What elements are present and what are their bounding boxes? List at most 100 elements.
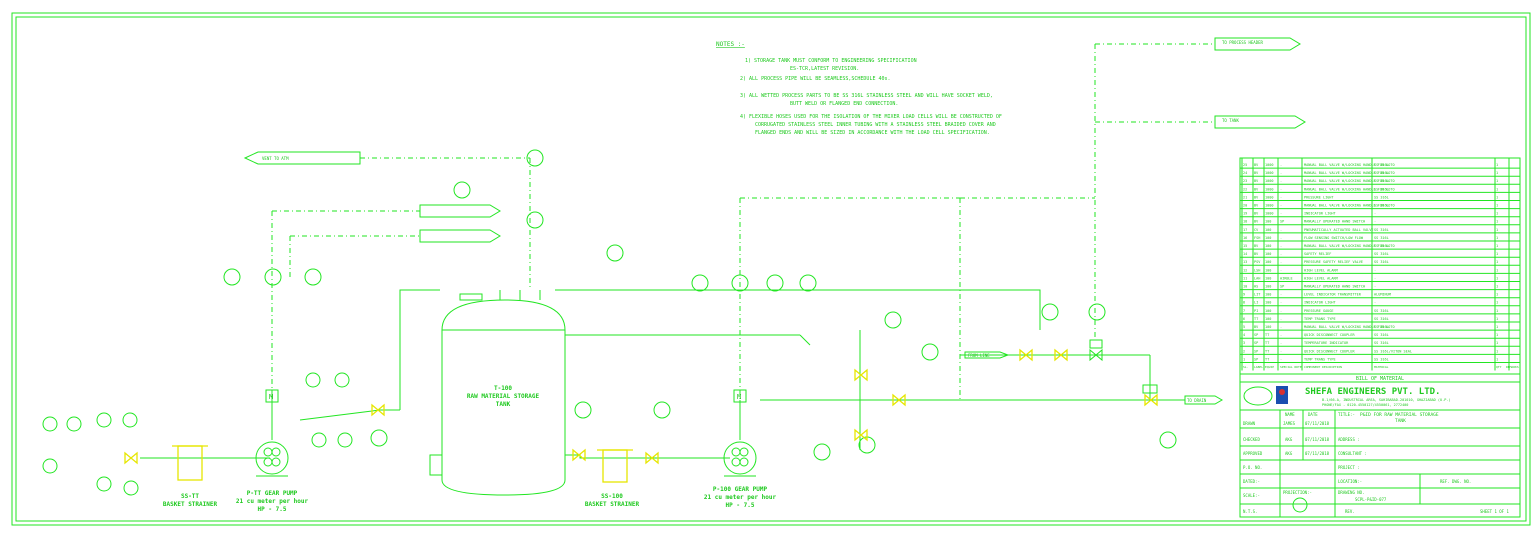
- bom-cell: 25: [1243, 163, 1247, 167]
- bom-cell: SP: [1280, 220, 1284, 224]
- bom-cell: 100: [1265, 309, 1271, 313]
- bom-cell: 6: [1243, 317, 1245, 321]
- bom-cell: TT: [1265, 357, 1270, 361]
- bom-cell: INDICATOR LIGHT: [1304, 301, 1337, 305]
- outer-border: [11, 12, 1531, 526]
- bom-cell: 12: [1243, 268, 1247, 272]
- bom-cell: 1: [1496, 163, 1498, 167]
- bom-header-cell: EQUIP: [1265, 365, 1274, 369]
- label-from-line: FROM LINE: [968, 353, 990, 358]
- bom-cell: -: [1280, 317, 1282, 321]
- bom-cell: SP: [1280, 285, 1284, 289]
- bom-cell: 1000: [1265, 187, 1273, 191]
- bom-cell: BV: [1254, 204, 1259, 208]
- bom-cell: SS 316L: [1374, 179, 1389, 183]
- bom-cell: 100: [1265, 260, 1271, 264]
- bom-cell: SS 316L: [1374, 325, 1389, 329]
- bom-cell: MANUAL BALL VALVE W/LOCKING HANDLE FOR L…: [1304, 244, 1395, 248]
- checked-name: AKG: [1285, 437, 1293, 442]
- bom-cell: -: [1280, 357, 1282, 361]
- bom-cell: HS: [1254, 285, 1258, 289]
- drawing-no-label: DRAWING NO.: [1338, 490, 1365, 495]
- bom-cell: -: [1374, 301, 1376, 305]
- bom-header-cell: COMPONENT DESCRIPTION: [1304, 365, 1342, 369]
- approved-name: AKG: [1285, 451, 1293, 456]
- bom-cell: MANUAL BALL VALVE W/LOCKING HANDLE FOR L…: [1304, 179, 1395, 183]
- title-value-2: TANK: [1395, 418, 1406, 424]
- bom-cell: 21: [1243, 195, 1247, 199]
- bom-cell: -: [1280, 333, 1282, 337]
- bom-cell: HIGH LEVEL ALARM: [1304, 276, 1338, 280]
- strainer-1: SS-TT BASKET STRAINER: [163, 445, 217, 508]
- bom-cell: 1: [1496, 179, 1498, 183]
- bom-cell: 19: [1243, 212, 1247, 216]
- bom-cell: 100: [1265, 268, 1271, 272]
- pump-2-hp: HP - 7.5: [726, 502, 755, 509]
- bom-cell: -: [1280, 204, 1282, 208]
- title-value: P&ID FOR RAW MATERIAL STORAGE: [1360, 412, 1439, 418]
- note-4b: CORRUGATED STAINLESS STEEL INNER TUBING …: [755, 122, 996, 128]
- from-line-arrow: [964, 351, 1010, 359]
- bom-cell: 100: [1265, 293, 1271, 297]
- bom-header-cell: SPECIAL NOTE: [1280, 365, 1302, 369]
- bom-cell: 1: [1496, 357, 1498, 361]
- bom-cell: 100: [1265, 285, 1271, 289]
- scale-label: SCALE:-: [1243, 493, 1260, 498]
- bom-header-cell: LABEL: [1254, 365, 1263, 369]
- bom-cell: PRESSURE GAUGE: [1304, 309, 1334, 313]
- bom-cell: 1: [1496, 317, 1498, 321]
- bom-cell: 1: [1496, 333, 1498, 337]
- bom-cell: 16: [1243, 236, 1247, 240]
- bom-cell: BV: [1254, 252, 1259, 256]
- bom-cell: MANUALLY OPERATED HAND SWITCH: [1304, 285, 1365, 289]
- bom-cell: QUICK DISCONNECT COUPLER: [1304, 333, 1355, 337]
- label-to-tank: TO TANK: [1222, 118, 1239, 123]
- bom-cell: 1: [1496, 228, 1498, 232]
- bom-cell: TEMPERATURE INDICATOR: [1304, 341, 1349, 345]
- offpage-arrow-3: [419, 204, 501, 218]
- bom-cell: BV: [1254, 244, 1259, 248]
- bom-cell: 8: [1243, 301, 1245, 305]
- bom-cell: 4: [1243, 333, 1245, 337]
- bom-cell: TEMP TRANS TYPE: [1304, 357, 1336, 361]
- inner-border: [15, 16, 1527, 522]
- bom-cell: PRESSURE SAFETY RELIEF VALVE: [1304, 260, 1363, 264]
- bom-cell: 1: [1496, 341, 1498, 345]
- bom-cell: -: [1374, 285, 1376, 289]
- bom-cell: 1: [1496, 325, 1498, 329]
- valves: [124, 339, 1158, 465]
- strainer-2-tag: SS-100: [601, 493, 623, 500]
- bom-cell: LAH: [1254, 276, 1260, 280]
- bom-cell: -: [1280, 260, 1282, 264]
- bom-cell: 100: [1265, 252, 1271, 256]
- bom-cell: 100: [1265, 228, 1271, 232]
- bom-cell: 7: [1243, 309, 1245, 313]
- bom-cell: BV: [1254, 325, 1259, 329]
- pump-1-rate: 21 cu meter per hour: [236, 498, 309, 505]
- bom-cell: BV: [1254, 220, 1259, 224]
- note-3: 3) ALL WETTED PROCESS PARTS TO BE SS 316…: [740, 93, 993, 99]
- bom-cell: 23: [1243, 179, 1247, 183]
- company-address-2: PHONE/FAX - 0120-4550127/4550061, 277240…: [1322, 403, 1408, 407]
- title-block: BILL OF MATERIAL SHEFA ENGINEERS PVT. LT…: [1239, 373, 1521, 518]
- bom-cell: MANUAL BALL VALVE W/LOCKING HANDLE FOR L…: [1304, 325, 1395, 329]
- note-2: 2) ALL PROCESS PIPE WILL BE SEAMLESS,SCH…: [740, 76, 891, 82]
- bom-cell: BV: [1254, 163, 1259, 167]
- bom-cell: -: [1374, 220, 1376, 224]
- bom-header-cell: MATERIAL: [1374, 365, 1389, 369]
- bom-title: BILL OF MATERIAL: [1356, 376, 1404, 382]
- bom-cell: 1: [1496, 187, 1498, 191]
- bom-cell: 1: [1496, 252, 1498, 256]
- bom-cell: 1000: [1265, 204, 1273, 208]
- bom-cell: -: [1280, 349, 1282, 353]
- tank-tag: T-100: [494, 385, 512, 392]
- date-header: DATE: [1308, 412, 1318, 417]
- po-no-label: P.O. NO.: [1243, 465, 1262, 470]
- drawing-no: SCPL-P&ID-077: [1355, 497, 1387, 502]
- approved-date: 07/11/2018: [1305, 451, 1330, 456]
- bom-cell: CV: [1254, 228, 1259, 232]
- top-right-lines: [739, 37, 1306, 400]
- bom-cell: SS 316L: [1374, 228, 1389, 232]
- bom-cell: 1: [1496, 285, 1498, 289]
